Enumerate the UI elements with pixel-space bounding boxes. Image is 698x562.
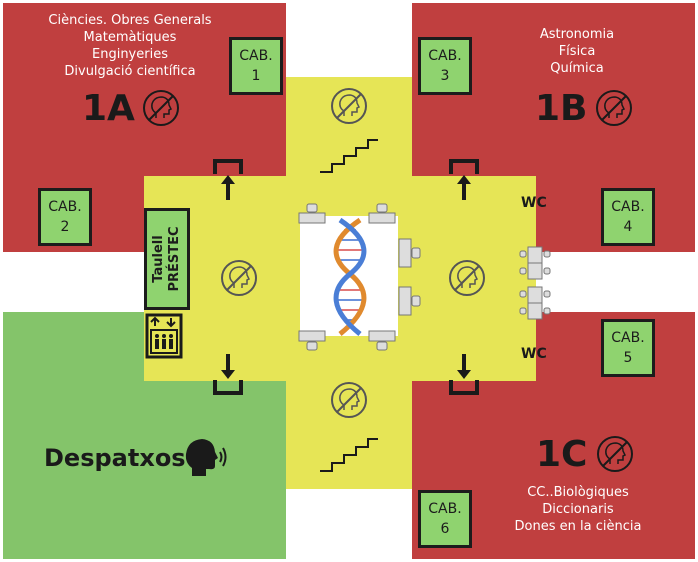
- cabin-number: 1: [251, 68, 261, 84]
- cabin-label: CAB.: [239, 48, 273, 64]
- no-talking-icon: [221, 260, 257, 296]
- desk-chair-icon: [298, 330, 326, 351]
- desk-chair-icon: [398, 286, 421, 316]
- stairs-icon: [320, 438, 378, 472]
- loan-desk-line1: Taulell: [151, 235, 166, 283]
- offices-label: Despatxos: [44, 444, 186, 472]
- cabin-label: CAB.: [611, 330, 645, 346]
- cabin-number: 3: [440, 68, 450, 84]
- wc-label-top: WC: [521, 195, 547, 211]
- subject-item: Diccionaris: [542, 502, 614, 517]
- loan-desk-line2: PRÉSTEC: [167, 226, 182, 292]
- no-talking-icon: [449, 260, 485, 296]
- no-talking-icon: [331, 382, 367, 418]
- no-talking-icon: [143, 90, 179, 126]
- cabin-3[interactable]: CAB. 3: [418, 37, 472, 95]
- cabin-number: 2: [60, 219, 70, 235]
- loan-desk-label: Taulell PRÉSTEC: [151, 226, 183, 291]
- cabin-1[interactable]: CAB. 1: [229, 37, 283, 95]
- subject-item: Ciències. Obres Generals: [48, 13, 212, 28]
- subject-item: Enginyeries: [92, 47, 168, 62]
- cabin-label: CAB.: [48, 199, 82, 215]
- wc-label-bottom: WC: [521, 346, 547, 362]
- stairs-icon: [320, 139, 378, 173]
- desk-chair-icon: [368, 330, 396, 351]
- desk-chair-icon: [519, 286, 551, 320]
- cabin-2[interactable]: CAB. 2: [38, 188, 92, 246]
- desk-chair-icon: [398, 238, 421, 268]
- cabin-label: CAB.: [611, 199, 645, 215]
- loan-desk[interactable]: Taulell PRÉSTEC: [144, 208, 190, 310]
- no-talking-icon: [597, 436, 633, 472]
- door-arrow-icon: [213, 159, 243, 200]
- subject-item: Química: [550, 61, 604, 76]
- cabin-number: 5: [623, 350, 633, 366]
- cabin-6[interactable]: CAB. 6: [418, 490, 472, 548]
- desk-chair-icon: [368, 203, 396, 224]
- subject-item: Astronomia: [539, 27, 615, 42]
- subject-item: Matemàtiques: [83, 30, 177, 45]
- zone-1c-subjects: CC..Biològiques Diccionaris Dones en la …: [508, 484, 648, 535]
- desk-chair-icon: [298, 203, 326, 224]
- cabin-label: CAB.: [428, 48, 462, 64]
- cabin-number: 6: [440, 521, 450, 537]
- elevator-icon: [145, 313, 183, 359]
- zone-1b-subjects: Astronomia Física Química: [512, 26, 642, 77]
- door-arrow-icon: [449, 159, 479, 200]
- door-arrow-icon: [449, 354, 479, 395]
- subject-item: Dones en la ciència: [514, 519, 642, 534]
- cabin-number: 4: [623, 219, 633, 235]
- no-talking-icon: [596, 90, 632, 126]
- no-talking-icon: [331, 88, 367, 124]
- subject-item: Física: [558, 44, 596, 59]
- cabin-label: CAB.: [428, 501, 462, 517]
- speaking-head-icon: [185, 439, 227, 476]
- zone-1a-code: 1A: [82, 88, 135, 129]
- dna-icon: [333, 217, 367, 336]
- cabin-5[interactable]: CAB. 5: [601, 319, 655, 377]
- desk-chair-icon: [519, 246, 551, 280]
- subject-item: Divulgació científica: [64, 64, 196, 79]
- door-arrow-icon: [213, 354, 243, 395]
- subject-item: CC..Biològiques: [527, 485, 629, 500]
- zone-1a-subjects: Ciències. Obres Generals Matemàtiques En…: [40, 12, 220, 80]
- cabin-4[interactable]: CAB. 4: [601, 188, 655, 246]
- zone-1c-code: 1C: [536, 434, 588, 475]
- zone-1b-code: 1B: [535, 88, 588, 129]
